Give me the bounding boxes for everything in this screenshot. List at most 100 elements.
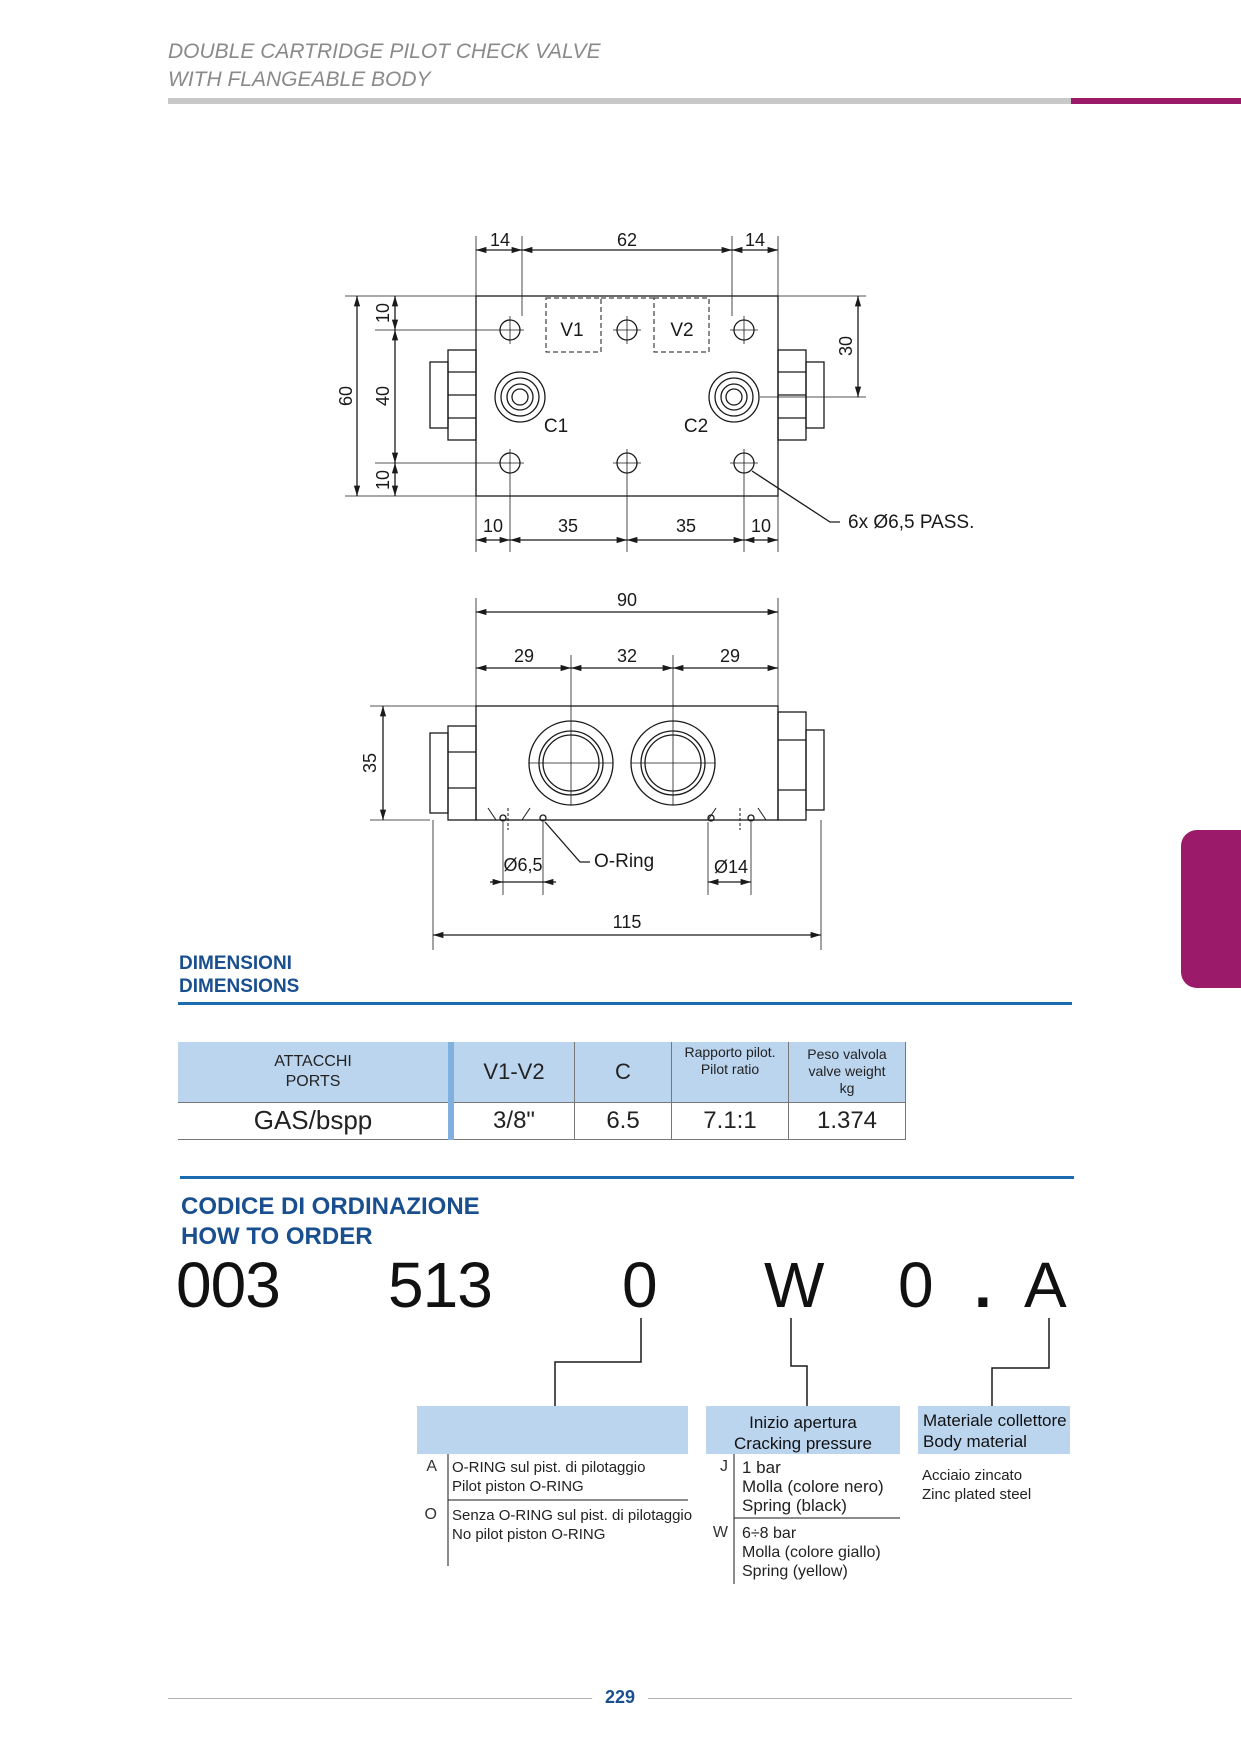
th-weight-en: valve weight — [808, 1063, 886, 1080]
order-title-it: CODICE DI ORDINAZIONE — [181, 1193, 480, 1220]
dim-side-total: 90 — [617, 590, 637, 610]
list-item: W 6÷8 bar Molla (colore giallo) Spring (… — [706, 1524, 906, 1581]
option-line-value: 6÷8 bar — [742, 1525, 797, 1542]
order-title-en: HOW TO ORDER — [181, 1223, 373, 1250]
dim-left-10b: 10 — [373, 470, 393, 490]
material-line-it: Acciaio zincato — [922, 1467, 1023, 1484]
page-header-title: DOUBLE CARTRIDGE PILOT CHECK VALVE WITH … — [168, 38, 601, 94]
option-text: Senza O-RING sul pist. di pilotaggio No … — [452, 1506, 692, 1544]
side-view-body — [475, 705, 779, 821]
option-line-it: Molla (colore nero) — [742, 1477, 884, 1496]
th-weight: Peso valvola valve weight kg — [788, 1042, 906, 1102]
dim-side-29a: 29 — [514, 646, 534, 666]
code-part-dot: . — [974, 1249, 992, 1321]
th-c: C — [574, 1042, 672, 1102]
code-part-1: 003 — [176, 1249, 281, 1321]
dimensions-title-it: DIMENSIONI — [179, 953, 292, 974]
option-box-3: Acciaio zincato Zinc plated steel — [922, 1466, 1072, 1504]
dim-right-30: 30 — [836, 336, 856, 356]
label-c1: C1 — [544, 416, 568, 437]
option-line-it: Molla (colore giallo) — [742, 1544, 881, 1561]
option-line-en: Spring (yellow) — [742, 1563, 848, 1580]
option-line-en: No pilot piston O-RING — [452, 1526, 606, 1543]
callout-d14: Ø14 — [714, 857, 748, 877]
page-number: 229 — [605, 1687, 636, 1707]
dim-bottom-3: 35 — [676, 516, 696, 536]
dim-side-115: 115 — [613, 912, 642, 932]
td-v1v2: 3/8" — [451, 1101, 575, 1140]
th-pilot-ratio-it: Rapporto pilot. — [684, 1044, 776, 1060]
callout-oring: O-Ring — [594, 851, 654, 872]
technical-drawing: 14 62 14 10 35 35 10 60 10 40 10 30 V1 V… — [336, 230, 974, 950]
list-item: J 1 bar Molla (colore nero) Spring (blac… — [706, 1458, 906, 1520]
dim-top-right: 14 — [745, 230, 765, 250]
header-rule-magenta — [1071, 98, 1241, 104]
th-ports-it: ATTACCHI — [274, 1052, 352, 1070]
code-part-4: W — [764, 1249, 824, 1321]
header-line-2: WITH FLANGEABLE BODY — [168, 68, 431, 91]
material-line-en: Zinc plated steel — [922, 1486, 1032, 1503]
order-rule — [180, 1176, 1074, 1179]
label-c2: C2 — [684, 416, 708, 437]
dim-bottom-1: 10 — [483, 516, 503, 536]
dim-top-mid: 62 — [617, 230, 637, 250]
option-box-2-header: Inizio apertura Cracking pressure — [706, 1406, 900, 1454]
dim-bottom-4: 10 — [751, 516, 771, 536]
option-box-1: A O-RING sul pist. di pilotaggio Pilot p… — [417, 1458, 697, 1544]
dimensions-rule — [178, 1002, 1072, 1005]
table-row: GAS/bspp 3/8" 6.5 7.1:1 1.374 — [178, 1101, 906, 1140]
dim-side-32: 32 — [617, 646, 637, 666]
list-item: A O-RING sul pist. di pilotaggio Pilot p… — [417, 1458, 697, 1502]
dim-top-left: 14 — [490, 230, 510, 250]
td-ports: GAS/bspp — [178, 1101, 454, 1140]
dimensions-table: ATTACCHI PORTS V1-V2 C Rapporto pilot. P… — [178, 1042, 906, 1140]
code-part-6: A — [1024, 1249, 1067, 1321]
td-pilot-ratio: 7.1:1 — [671, 1101, 789, 1140]
option-line-value: 1 bar — [742, 1458, 781, 1477]
option-line-it: Senza O-RING sul pist. di pilotaggio — [452, 1507, 693, 1524]
header-line-1: DOUBLE CARTRIDGE PILOT CHECK VALVE — [168, 40, 601, 63]
hole-callout: 6x Ø6,5 PASS. — [848, 512, 974, 533]
th-weight-it: Peso valvola — [807, 1046, 887, 1063]
dimensions-title-en: DIMENSIONS — [179, 976, 300, 997]
option-letter: O — [424, 1506, 437, 1523]
dim-side-29b: 29 — [720, 646, 740, 666]
table-header-row: ATTACCHI PORTS V1-V2 C Rapporto pilot. P… — [178, 1042, 906, 1102]
box2-header-it: Inizio apertura — [749, 1413, 857, 1432]
option-letter: J — [720, 1458, 728, 1475]
option-letter: W — [712, 1524, 728, 1541]
option-box-2: J 1 bar Molla (colore nero) Spring (blac… — [706, 1458, 906, 1581]
box2-header-en: Cracking pressure — [734, 1434, 872, 1453]
option-text: O-RING sul pist. di pilotaggio Pilot pis… — [452, 1458, 645, 1502]
option-box-3-header: Materiale collettore Body material — [918, 1406, 1070, 1454]
dim-left-10a: 10 — [373, 303, 393, 323]
option-text: 1 bar Molla (colore nero) Spring (black) — [742, 1458, 884, 1520]
order-title: CODICE DI ORDINAZIONE HOW TO ORDER — [181, 1192, 480, 1252]
footer-rule-left — [168, 1698, 592, 1699]
dim-left-40: 40 — [373, 386, 393, 406]
code-part-5: 0 — [898, 1249, 934, 1321]
option-line-it: O-RING sul pist. di pilotaggio — [452, 1459, 646, 1476]
side-tab-marker — [1181, 830, 1241, 988]
footer-rule-right — [648, 1698, 1072, 1699]
th-weight-unit: kg — [839, 1080, 855, 1097]
box3-header-it: Materiale collettore — [923, 1411, 1067, 1430]
dimensions-title: DIMENSIONI DIMENSIONS — [179, 952, 299, 998]
code-part-3: 0 — [622, 1249, 658, 1321]
th-pilot-ratio-en: Pilot ratio — [700, 1061, 760, 1077]
dim-bottom-2: 35 — [558, 516, 578, 536]
code-part-2: 513 — [388, 1249, 493, 1321]
dim-side-35: 35 — [360, 753, 380, 773]
td-weight: 1.374 — [788, 1101, 906, 1140]
option-text: 6÷8 bar Molla (colore giallo) Spring (ye… — [742, 1524, 881, 1581]
th-v1v2: V1-V2 — [451, 1042, 575, 1102]
th-ports-en: PORTS — [285, 1072, 341, 1090]
option-line-en: Spring (black) — [742, 1496, 847, 1515]
header-rule-grey — [168, 98, 1071, 104]
label-v1: V1 — [560, 320, 583, 341]
label-v2: V2 — [670, 320, 693, 341]
th-pilot-ratio: Rapporto pilot. Pilot ratio — [671, 1042, 789, 1102]
callout-d65: Ø6,5 — [503, 855, 542, 875]
box3-header-en: Body material — [923, 1432, 1027, 1451]
th-ports: ATTACCHI PORTS — [178, 1042, 454, 1102]
